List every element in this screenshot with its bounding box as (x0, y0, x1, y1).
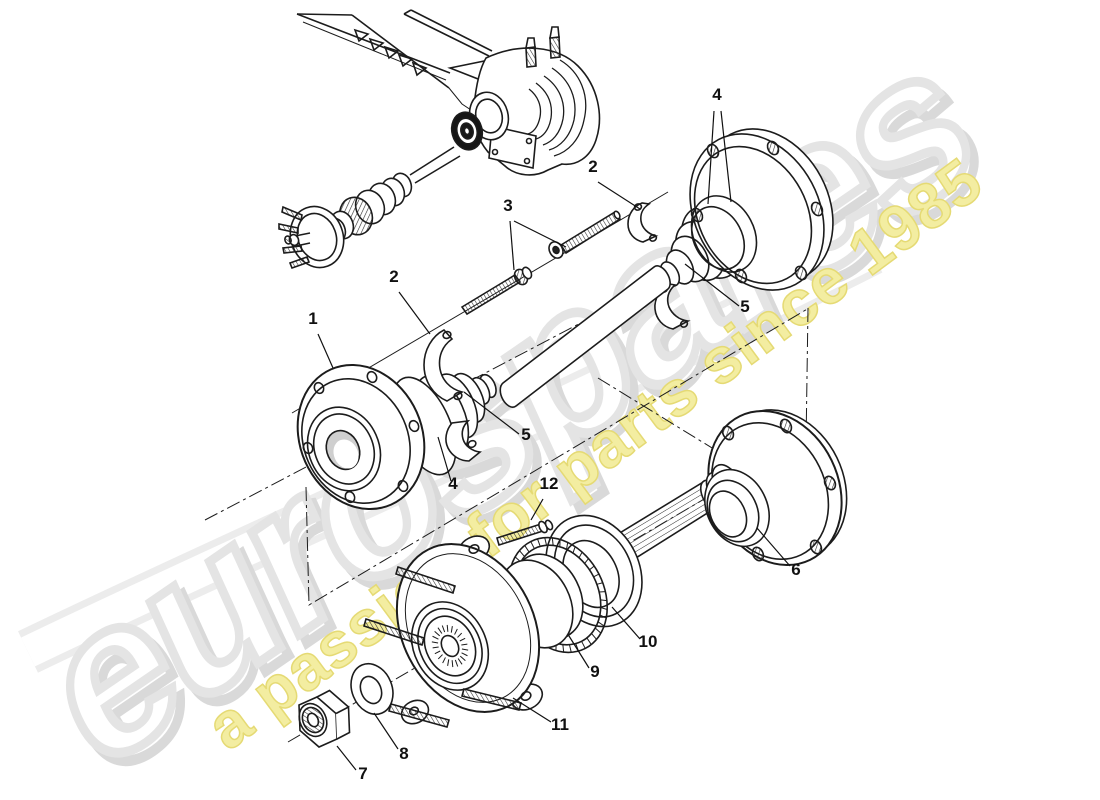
leader-line (568, 635, 590, 669)
leader-line (684, 263, 740, 307)
callout-4a[interactable]: 4 (712, 85, 722, 104)
driveshaft-assembly-drawing (296, 128, 834, 511)
leader-line (437, 436, 452, 482)
leader-line (720, 110, 732, 203)
leader-line (597, 181, 641, 210)
leader-line (707, 110, 715, 205)
callout-5a[interactable]: 5 (521, 425, 530, 444)
callout-2a[interactable]: 2 (389, 267, 398, 286)
axle-assembly-drawing (278, 9, 601, 270)
callout-2b[interactable]: 2 (588, 157, 597, 176)
callout-5b[interactable]: 5 (740, 297, 749, 316)
leader-line (756, 527, 791, 567)
leader-line (513, 220, 567, 248)
leader-line (512, 697, 552, 723)
leader-line (463, 391, 520, 435)
leader-line (509, 220, 515, 271)
callout-1[interactable]: 1 (308, 309, 317, 328)
callout-7[interactable]: 7 (358, 764, 367, 783)
leader-line (398, 291, 431, 335)
leader-line (317, 333, 334, 369)
callout-10[interactable]: 10 (639, 632, 658, 651)
callout-4b[interactable]: 4 (448, 474, 458, 493)
callout-6[interactable]: 6 (791, 560, 800, 579)
callout-3[interactable]: 3 (503, 196, 512, 215)
leader-line (373, 712, 399, 750)
callout-12[interactable]: 12 (540, 474, 559, 493)
leader-line (611, 606, 641, 640)
hub-assembly-drawing (298, 514, 643, 748)
callout-9[interactable]: 9 (590, 662, 599, 681)
leader-line (336, 745, 357, 771)
callout-11[interactable]: 11 (551, 715, 569, 734)
leader-line (530, 498, 544, 521)
callout-8[interactable]: 8 (399, 744, 408, 763)
